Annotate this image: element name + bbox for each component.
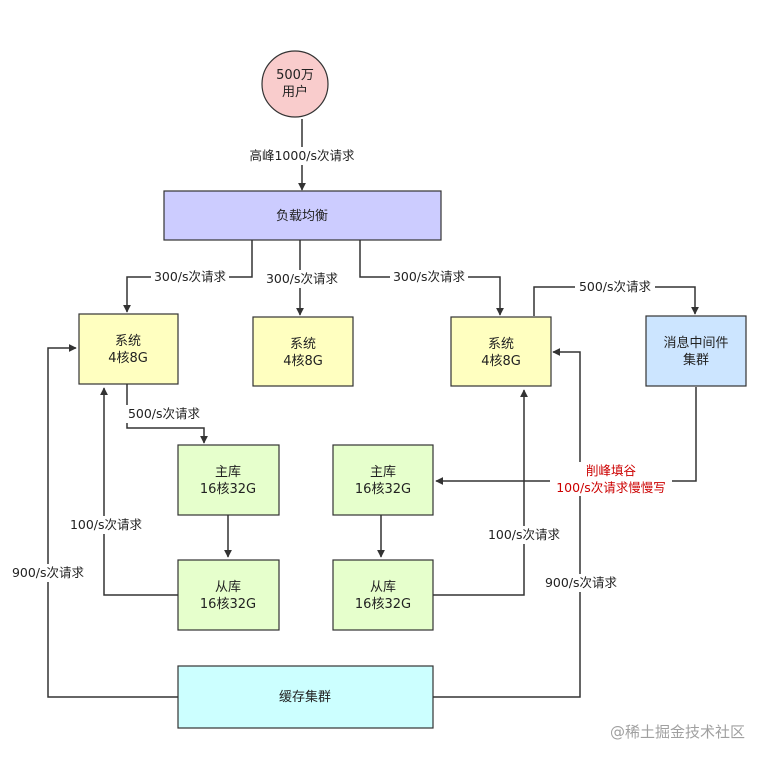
users-label-line1: 500万 — [276, 68, 314, 83]
mq-node: 消息中间件 集群 — [645, 315, 747, 387]
edge-label-mq-to-master2-line2: 100/s次请求慢慢写 — [556, 480, 666, 495]
master-db-node-1: 主库 16核32G — [177, 444, 280, 516]
master2-label-line2: 16核32G — [355, 482, 411, 497]
system2-label-line1: 系统 — [290, 337, 316, 352]
system3-label-line1: 系统 — [488, 337, 514, 352]
watermark-text: @稀土掘金技术社区 — [610, 723, 745, 741]
edge-label-users-to-lb: 高峰1000/s次请求 — [249, 148, 355, 163]
cache-label: 缓存集群 — [279, 689, 331, 705]
slave2-label-line2: 16核32G — [355, 597, 411, 612]
edge-cache-to-sys1 — [47, 344, 178, 698]
master2-label-line1: 主库 — [370, 464, 396, 480]
edge-label-lb-to-sys2: 300/s次请求 — [266, 271, 339, 286]
edge-label-cache-to-sys1: 900/s次请求 — [12, 565, 85, 580]
system1-label-line2: 4核8G — [108, 351, 148, 366]
slave1-label-line1: 从库 — [215, 579, 241, 595]
users-node: 500万 用户 — [261, 50, 329, 118]
master1-label-line2: 16核32G — [200, 482, 256, 497]
load-balancer-node: 负载均衡 — [163, 190, 442, 241]
slave1-label-line2: 16核32G — [200, 597, 256, 612]
edge-slave2-to-sys3 — [433, 389, 528, 596]
edge-cache-to-sys3 — [433, 348, 581, 698]
edge-mq-to-master2 — [435, 387, 697, 485]
mq-label-line1: 消息中间件 — [663, 335, 728, 351]
users-label-line2: 用户 — [282, 84, 308, 100]
master1-label-line1: 主库 — [215, 464, 241, 480]
edge-slave1-to-sys1 — [100, 387, 178, 596]
edge-label-slave2-to-sys3: 100/s次请求 — [488, 527, 561, 542]
edge-label-mq-to-master2-line1: 削峰填谷 — [586, 463, 637, 478]
edge-label-lb-to-sys3: 300/s次请求 — [393, 269, 466, 284]
system-node-1: 系统 4核8G — [78, 313, 179, 385]
mq-label-line2: 集群 — [683, 352, 709, 368]
edge-label-sys1-to-master1: 500/s次请求 — [128, 406, 201, 421]
edge-label-lb-to-sys1: 300/s次请求 — [154, 269, 227, 284]
system-node-3: 系统 4核8G — [450, 316, 552, 387]
slave-db-node-1: 从库 16核32G — [177, 559, 280, 631]
system1-label-line1: 系统 — [115, 334, 141, 349]
master-db-node-2: 主库 16核32G — [332, 444, 434, 516]
system2-label-line2: 4核8G — [283, 354, 323, 369]
system3-label-line2: 4核8G — [481, 354, 521, 369]
slave2-label-line1: 从库 — [370, 579, 396, 595]
load-balancer-label: 负载均衡 — [276, 209, 328, 224]
edge-label-cache-to-sys3: 900/s次请求 — [545, 575, 618, 590]
cache-cluster-node: 缓存集群 — [177, 665, 434, 729]
slave-db-node-2: 从库 16核32G — [332, 559, 434, 631]
edge-label-slave1-to-sys1: 100/s次请求 — [70, 517, 143, 532]
system-node-2: 系统 4核8G — [252, 316, 354, 387]
edge-label-sys3-to-mq: 500/s次请求 — [579, 279, 652, 294]
